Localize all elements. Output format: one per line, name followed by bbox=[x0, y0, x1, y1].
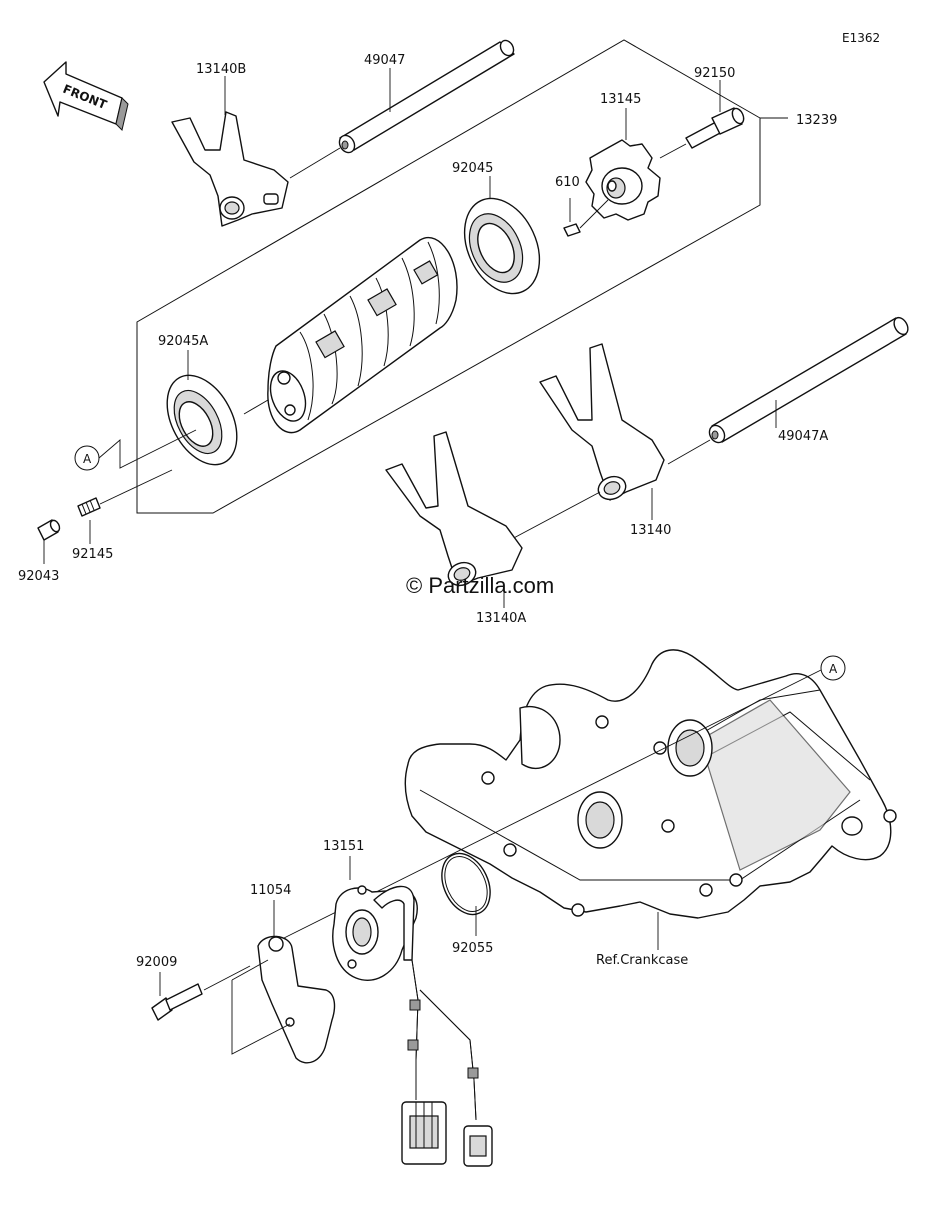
label-13140A: 13140A bbox=[476, 611, 526, 626]
cam-plate bbox=[585, 139, 661, 221]
label-49047A: 49047A bbox=[778, 429, 828, 444]
svg-text:A: A bbox=[83, 452, 92, 466]
label-13145: 13145 bbox=[600, 92, 641, 107]
shift-fork-center bbox=[385, 431, 523, 587]
crankcase bbox=[404, 649, 897, 919]
label-13140B: 13140B bbox=[196, 62, 246, 77]
diagram-code: E1362 bbox=[842, 31, 880, 45]
callout-a-upper: A bbox=[74, 445, 100, 471]
assembly-outline bbox=[136, 39, 761, 514]
label-610: 610 bbox=[555, 175, 580, 190]
label-11054: 11054 bbox=[250, 883, 291, 898]
watermark: © Partzilla.com bbox=[406, 573, 554, 598]
shift-fork-right bbox=[539, 343, 665, 501]
label-ref-crankcase: Ref.Crankcase bbox=[596, 953, 688, 968]
wire-harness bbox=[401, 959, 493, 1167]
bearing-lower bbox=[166, 374, 238, 466]
label-13140: 13140 bbox=[630, 523, 671, 538]
label-13151: 13151 bbox=[323, 839, 364, 854]
label-92150: 92150 bbox=[694, 66, 735, 81]
bearing-upper bbox=[463, 197, 541, 295]
front-arrow-icon: FRONT bbox=[43, 61, 129, 131]
svg-text:A: A bbox=[829, 662, 838, 676]
shaft-right bbox=[708, 316, 909, 444]
label-92045A: 92045A bbox=[158, 334, 208, 349]
label-92145: 92145 bbox=[72, 547, 113, 562]
label-92045: 92045 bbox=[452, 161, 493, 176]
bolt-lower bbox=[151, 983, 203, 1021]
label-13239: 13239 bbox=[796, 113, 837, 128]
shaft-top bbox=[338, 39, 515, 154]
callout-a-lower: A bbox=[820, 655, 846, 681]
spring bbox=[77, 497, 101, 517]
oring bbox=[441, 852, 491, 916]
sensor bbox=[332, 885, 418, 981]
pin-610 bbox=[563, 223, 581, 237]
label-49047: 49047 bbox=[364, 53, 405, 68]
label-92009: 92009 bbox=[136, 955, 177, 970]
label-92043: 92043 bbox=[18, 569, 59, 584]
detent-pin bbox=[37, 519, 61, 541]
shift-fork-top bbox=[171, 111, 289, 227]
bolt-upper bbox=[685, 107, 745, 149]
shift-drum bbox=[267, 237, 458, 434]
bracket bbox=[257, 935, 336, 1064]
label-92055: 92055 bbox=[452, 941, 493, 956]
